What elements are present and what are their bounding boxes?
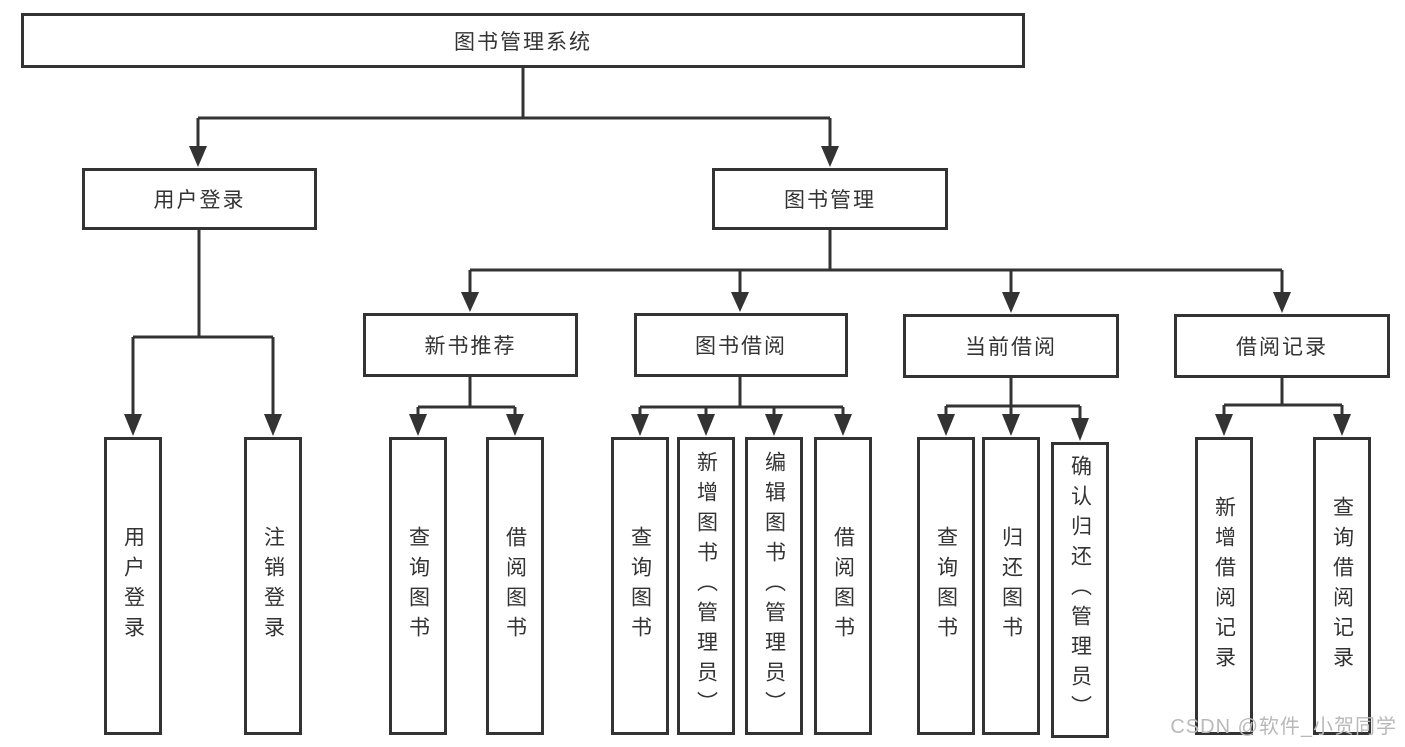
leaf-query-books-recommend: 查询图书: [389, 437, 447, 735]
leaf-query-borrow-record: 查询借阅记录: [1313, 437, 1371, 735]
leaf-confirm-return-admin: 确认归还（管理员）: [1051, 442, 1109, 738]
node-book-borrow: 图书借阅: [634, 313, 848, 377]
leaf-query-books-borrow: 查询图书: [611, 437, 669, 735]
leaf-return-books: 归还图书: [982, 437, 1040, 735]
leaf-add-books-admin: 新增图书（管理员）: [677, 437, 735, 735]
leaf-borrow-books: 借阅图书: [814, 437, 872, 735]
leaf-borrow-books-recommend: 借阅图书: [486, 437, 544, 735]
node-current-borrow: 当前借阅: [903, 314, 1119, 378]
csdn-watermark: CSDN @软件_小贺同学: [1170, 716, 1397, 738]
node-library-management-system: 图书管理系统: [21, 13, 1025, 68]
node-user-login: 用户登录: [82, 168, 317, 230]
leaf-add-borrow-record: 新增借阅记录: [1195, 437, 1253, 735]
node-borrow-records: 借阅记录: [1174, 314, 1390, 378]
node-book-management: 图书管理: [712, 168, 948, 230]
node-new-book-recommend: 新书推荐: [363, 313, 578, 377]
leaf-edit-books-admin: 编辑图书（管理员）: [745, 437, 803, 735]
leaf-query-books-current: 查询图书: [917, 437, 975, 735]
leaf-user-login: 用户登录: [104, 437, 162, 735]
leaf-logout: 注销登录: [244, 437, 302, 735]
